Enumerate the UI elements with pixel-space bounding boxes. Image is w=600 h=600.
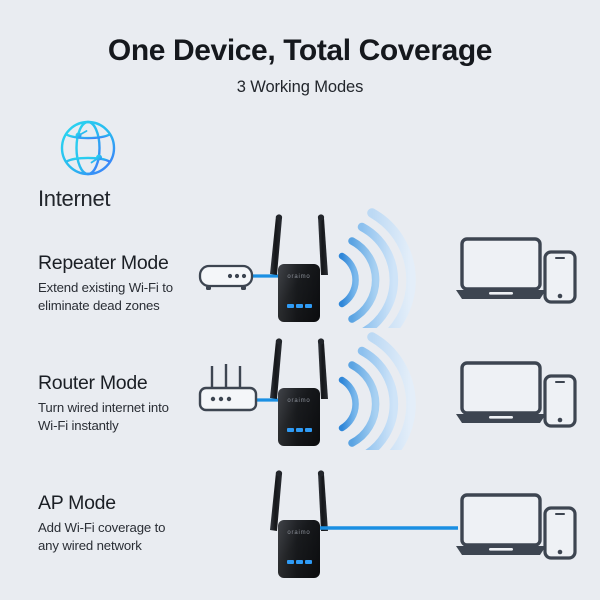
wifi-waves-repeater [338,208,416,328]
mode-desc-ap: Add Wi-Fi coverage to any wired network [38,519,228,554]
page-title: One Device, Total Coverage [107,34,493,67]
mode-title-router: Router Mode [38,372,148,394]
extender-antenna-left [270,338,283,399]
extender-leds [287,560,312,564]
extender-antenna-left [270,214,283,275]
laptop-icon [456,361,546,423]
wifi-router-icon [198,364,258,412]
mode-desc-ap-line1: Add Wi-Fi coverage to [38,520,166,536]
client-devices-repeater [456,237,577,304]
diagram-row-router: oraimo [190,330,600,450]
laptop-icon [456,237,546,299]
smartphone-icon [543,506,577,560]
extender-leds [287,304,312,308]
internet-label: Internet [38,186,111,211]
mode-desc-ap-line2: any wired network [38,537,142,553]
mode-desc-router-line2: Wi-Fi instantly [38,417,119,433]
mode-desc-repeater: Extend existing Wi-Fi to eliminate dead … [38,279,228,314]
extender-brand-text: oraimo [287,530,310,536]
wifi-extender-repeater: oraimo [270,214,328,322]
diagram-row-ap: oraimo [190,460,600,580]
smartphone-icon [543,374,577,428]
mode-text-ap: AP Mode Add Wi-Fi coverage to any wired … [38,492,228,554]
extender-antenna-right [317,214,328,275]
mode-text-repeater: Repeater Mode Extend existing Wi-Fi to e… [38,252,228,314]
wifi-extender-router: oraimo [270,338,328,446]
extender-antenna-right [317,470,328,531]
mode-title-repeater: Repeater Mode [38,252,169,274]
client-devices-router [456,361,577,428]
header: One Device, Total Coverage 3 Working Mod… [0,34,600,97]
globe-icon [56,116,120,180]
page-subtitle: 3 Working Modes [236,78,364,96]
mode-desc-router: Turn wired internet into Wi-Fi instantly [38,399,228,434]
client-devices-ap [456,493,577,560]
laptop-icon [456,493,546,555]
wifi-waves-router [338,332,416,450]
modem-icon [198,264,254,290]
mode-desc-repeater-line1: Extend existing Wi-Fi to [38,280,173,296]
extender-brand-text: oraimo [287,398,310,404]
extender-brand-text: oraimo [287,274,310,280]
mode-text-router: Router Mode Turn wired internet into Wi-… [38,372,228,434]
internet-block: Internet [38,116,198,212]
extender-antenna-left [270,470,283,531]
mode-desc-repeater-line2: eliminate dead zones [38,297,160,313]
diagram-row-repeater: oraimo [190,208,600,328]
extender-antenna-right [317,338,328,399]
extender-leds [287,428,312,432]
wifi-extender-ap: oraimo [270,470,328,578]
smartphone-icon [543,250,577,304]
mode-desc-router-line1: Turn wired internet into [38,400,169,416]
mode-title-ap: AP Mode [38,492,116,514]
